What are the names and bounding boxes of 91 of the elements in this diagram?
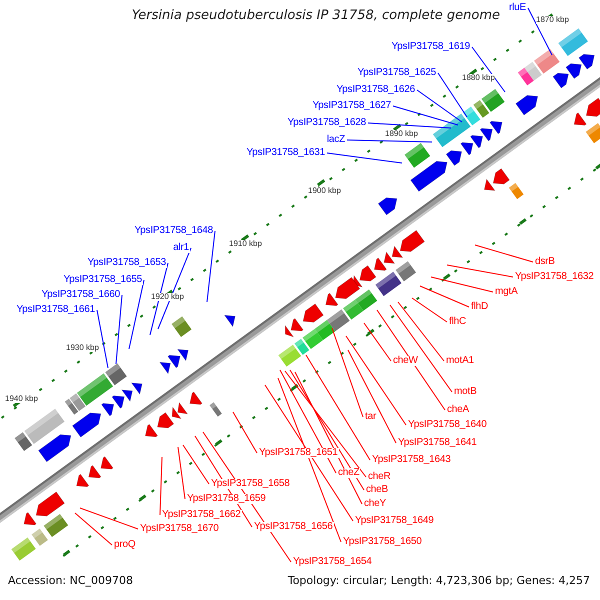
leader-line [264, 384, 354, 522]
gene-label: YpsIP31758_1626 [335, 85, 416, 95]
gene-label: cheY [363, 499, 387, 509]
gene-label: YpsIP31758_1660 [40, 290, 121, 300]
scale-label: 1880 kbp [462, 74, 495, 82]
leader-line [364, 322, 392, 362]
leader-line [232, 412, 258, 454]
leader-line [332, 328, 364, 418]
gene-label: YpsIP31758_1628 [286, 118, 367, 128]
leader-line [74, 512, 112, 546]
leader-line [348, 350, 396, 444]
gene-label: YpsIP31758_1656 [253, 522, 334, 532]
gene-label: YpsIP31758_1632 [514, 272, 595, 282]
gene-label: YpsIP31758_1655 [62, 275, 143, 285]
gene-label: YpsIP31758_1662 [161, 510, 242, 520]
gene-label: motA1 [445, 356, 475, 366]
leader-line [528, 8, 552, 56]
leader-line [416, 90, 462, 122]
gene-label: YpsIP31758_1625 [356, 68, 437, 78]
leader-line [178, 446, 186, 500]
gene-label: YpsIP31758_1627 [311, 101, 392, 111]
scale-label: 1870 kbp [536, 16, 569, 24]
gene-label: YpsIP31758_1654 [292, 557, 373, 567]
leader-line [128, 280, 144, 350]
gene-label: YpsIP31758_1658 [210, 479, 291, 489]
gene-label: YpsIP31758_1651 [258, 448, 339, 458]
leader-line [160, 456, 162, 516]
leader-line [96, 310, 108, 368]
gene-label: YpsIP31758_1640 [407, 420, 488, 430]
leader-line [326, 152, 402, 164]
gene-label: flhC [448, 317, 467, 327]
gene-label: YpsIP31758_1670 [139, 524, 220, 534]
gene-label: YpsIP31758_1659 [186, 494, 267, 504]
scale-label: 1930 kbp [66, 344, 99, 352]
gene-label: proQ [113, 540, 136, 550]
gene-label: YpsIP31758_1619 [390, 42, 471, 52]
gene-label: YpsIP31758_1643 [371, 455, 452, 465]
gene-label: flhD [470, 302, 489, 312]
leader-line [446, 264, 514, 278]
gene-label: motB [453, 387, 478, 397]
leader-line [398, 302, 444, 362]
gene-label: cheB [365, 485, 389, 495]
leader-line [280, 370, 336, 474]
footer-text: Topology: circular; Length: 4,723,306 bp; Genes: 4,257 [288, 575, 590, 586]
leader-line [438, 72, 468, 118]
gene-label: cheW [392, 356, 419, 366]
leader-line [392, 106, 458, 126]
gene-label: mgtA [494, 287, 519, 297]
scale-label: 1890 kbp [385, 130, 418, 138]
leader-line [116, 294, 122, 364]
gene-label: YpsIP31758_1653 [86, 258, 167, 268]
gene-label: cheR [367, 472, 392, 482]
gene-label: YpsIP31758_1661 [15, 305, 96, 315]
scale-label: 1920 kbp [151, 293, 184, 301]
gene-label: YpsIP31758_1648 [133, 226, 214, 236]
gene-label: YpsIP31758_1641 [397, 438, 478, 448]
leader-line [430, 276, 494, 292]
leader-line [472, 46, 506, 92]
gene-label: cheA [446, 405, 470, 415]
gene-label: rluE [508, 3, 527, 13]
leader-line [412, 298, 448, 322]
scale-label: 1940 kbp [5, 395, 38, 403]
gene-label: YpsIP31758_1649 [354, 516, 435, 526]
scale-label: 1910 kbp [229, 240, 262, 248]
leader-line [182, 444, 210, 484]
gene-label: YpsIP31758_1650 [342, 537, 423, 547]
leader-line [206, 230, 216, 302]
scale-label: 1900 kbp [308, 187, 341, 195]
leader-line [346, 336, 406, 426]
leader-line [290, 370, 364, 490]
gene-label: alr1 [172, 243, 190, 253]
leader-line [420, 286, 470, 308]
gene-label: lacZ [326, 135, 346, 145]
leader-line [376, 310, 446, 410]
leader-line [346, 140, 432, 142]
leader-line [150, 262, 168, 336]
leader-line [368, 122, 452, 128]
gene-label: dsrB [534, 257, 556, 267]
leader-line [80, 508, 138, 530]
leader-line [294, 372, 362, 504]
gene-label: cheZ [337, 468, 360, 478]
leader-line [278, 378, 342, 542]
gene-label: tar [364, 412, 378, 422]
leader-line [390, 304, 452, 392]
leader-line [158, 248, 192, 330]
leader-line [284, 370, 366, 478]
title: Yersinia pseudotuberculosis IP 31758, complete genome [132, 9, 500, 22]
leader-line [474, 244, 534, 262]
gene-label: YpsIP31758_1631 [245, 148, 326, 158]
leader-line [306, 354, 370, 460]
footer-text: Accession: NC_009708 [8, 575, 134, 586]
